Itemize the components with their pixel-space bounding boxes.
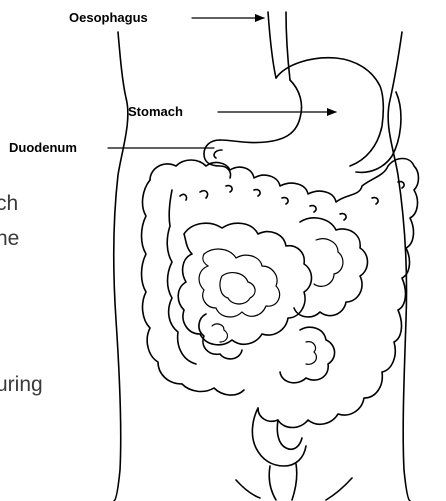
stomach	[220, 58, 401, 173]
duodenum	[204, 140, 231, 178]
stomach-label: Stomach	[128, 104, 183, 119]
side-text-fragment-ne: ne	[0, 227, 19, 250]
small-intestine	[178, 218, 367, 383]
annotation-arrows	[108, 18, 336, 148]
oesophagus-label: Oesophagus	[69, 10, 148, 25]
side-text-fragment-uring: uring	[0, 373, 43, 396]
side-text-fragment-ch: ch	[0, 192, 18, 215]
oesophagus	[268, 12, 290, 80]
duodenum-label: Duodenum	[9, 140, 77, 155]
